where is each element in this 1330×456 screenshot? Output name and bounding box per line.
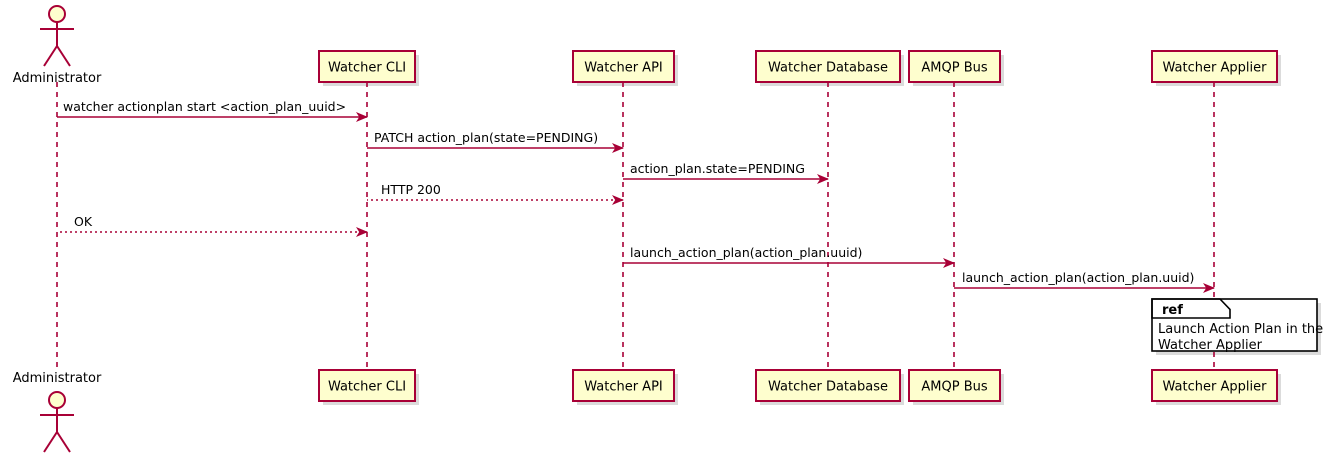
participant-label-watcher-database: Watcher Database: [768, 380, 888, 395]
actor-head-icon: [48, 5, 66, 23]
ref-fragment-rect: [1151, 298, 1318, 352]
participant-box-watcher-api[interactable]: Watcher API: [572, 369, 675, 402]
participant-box-rect: [318, 50, 416, 83]
participant-box-rect: [1151, 50, 1278, 83]
actor-administrator[interactable]: Administrator: [13, 371, 102, 453]
message-label: OK: [74, 214, 93, 229]
actor-head-icon: [48, 391, 66, 409]
participant-label-watcher-api: Watcher API: [584, 61, 663, 76]
participant-label-watcher-api: Watcher API: [584, 380, 663, 395]
actor-leg-right: [56, 45, 71, 67]
participant-box-watcher-applier[interactable]: Watcher Applier: [1151, 50, 1278, 83]
message-label: watcher actionplan start <action_plan_uu…: [63, 99, 346, 114]
participant-box-watcher-applier[interactable]: Watcher Applier: [1151, 369, 1278, 402]
participant-label-amqp-bus: AMQP Bus: [921, 380, 987, 395]
messages-group: watcher actionplan start <action_plan_uu…: [57, 99, 1215, 293]
participant-box-rect: [572, 50, 675, 83]
participant-box-rect: [755, 50, 901, 83]
message-label: HTTP 200: [381, 182, 441, 197]
message-1: watcher actionplan start <action_plan_uu…: [57, 99, 368, 122]
ref-body-line-0: Launch Action Plan in the: [1158, 322, 1323, 337]
participant-label-watcher-database: Watcher Database: [768, 61, 888, 76]
actor-label-administrator: Administrator: [13, 371, 102, 386]
message-label: launch_action_plan(action_plan.uuid): [962, 270, 1194, 285]
actor-leg-left: [43, 45, 58, 67]
participant-box-watcher-database[interactable]: Watcher Database: [755, 369, 901, 402]
message-6: launch_action_plan(action_plan.uuid): [623, 245, 955, 268]
participant-label-watcher-cli: Watcher CLI: [328, 61, 406, 76]
participant-box-rect: [1151, 369, 1278, 402]
participant-box-amqp-bus[interactable]: AMQP Bus: [908, 369, 1001, 402]
participant-box-amqp-bus[interactable]: AMQP Bus: [908, 50, 1001, 83]
participant-label-watcher-applier: Watcher Applier: [1163, 380, 1268, 395]
lifelines-group: [56, 82, 1215, 371]
message-label: PATCH action_plan(state=PENDING): [374, 130, 598, 145]
message-label: launch_action_plan(action_plan.uuid): [630, 245, 862, 260]
ref-tab-label: ref: [1162, 303, 1183, 318]
participant-box-watcher-api[interactable]: Watcher API: [572, 50, 675, 83]
participant-label-watcher-applier: Watcher Applier: [1163, 61, 1268, 76]
participant-box-rect: [755, 369, 901, 402]
actor-label-administrator: Administrator: [13, 71, 102, 86]
participant-box-rect: [572, 369, 675, 402]
participant-box-rect: [318, 369, 416, 402]
message-3: action_plan.state=PENDING: [623, 161, 829, 184]
message-4: HTTP 200: [367, 182, 624, 205]
message-7: launch_action_plan(action_plan.uuid): [954, 270, 1215, 293]
ref-body-line-1: Watcher Applier: [1158, 338, 1263, 353]
ref-tab-shape: [1151, 298, 1231, 319]
participant-label-watcher-cli: Watcher CLI: [328, 380, 406, 395]
participant-box-rect: [908, 50, 1001, 83]
participant-box-watcher-database[interactable]: Watcher Database: [755, 50, 901, 83]
participant-box-watcher-cli[interactable]: Watcher CLI: [318, 50, 416, 83]
actor-administrator[interactable]: Administrator: [13, 5, 102, 86]
message-2: PATCH action_plan(state=PENDING): [367, 130, 624, 153]
actor-leg-right: [56, 431, 71, 453]
message-label: action_plan.state=PENDING: [630, 161, 805, 176]
participant-box-watcher-cli[interactable]: Watcher CLI: [318, 369, 416, 402]
participant-label-amqp-bus: AMQP Bus: [921, 61, 987, 76]
actor-leg-left: [43, 431, 58, 453]
participant-box-rect: [908, 369, 1001, 402]
message-5: OK: [57, 214, 368, 237]
